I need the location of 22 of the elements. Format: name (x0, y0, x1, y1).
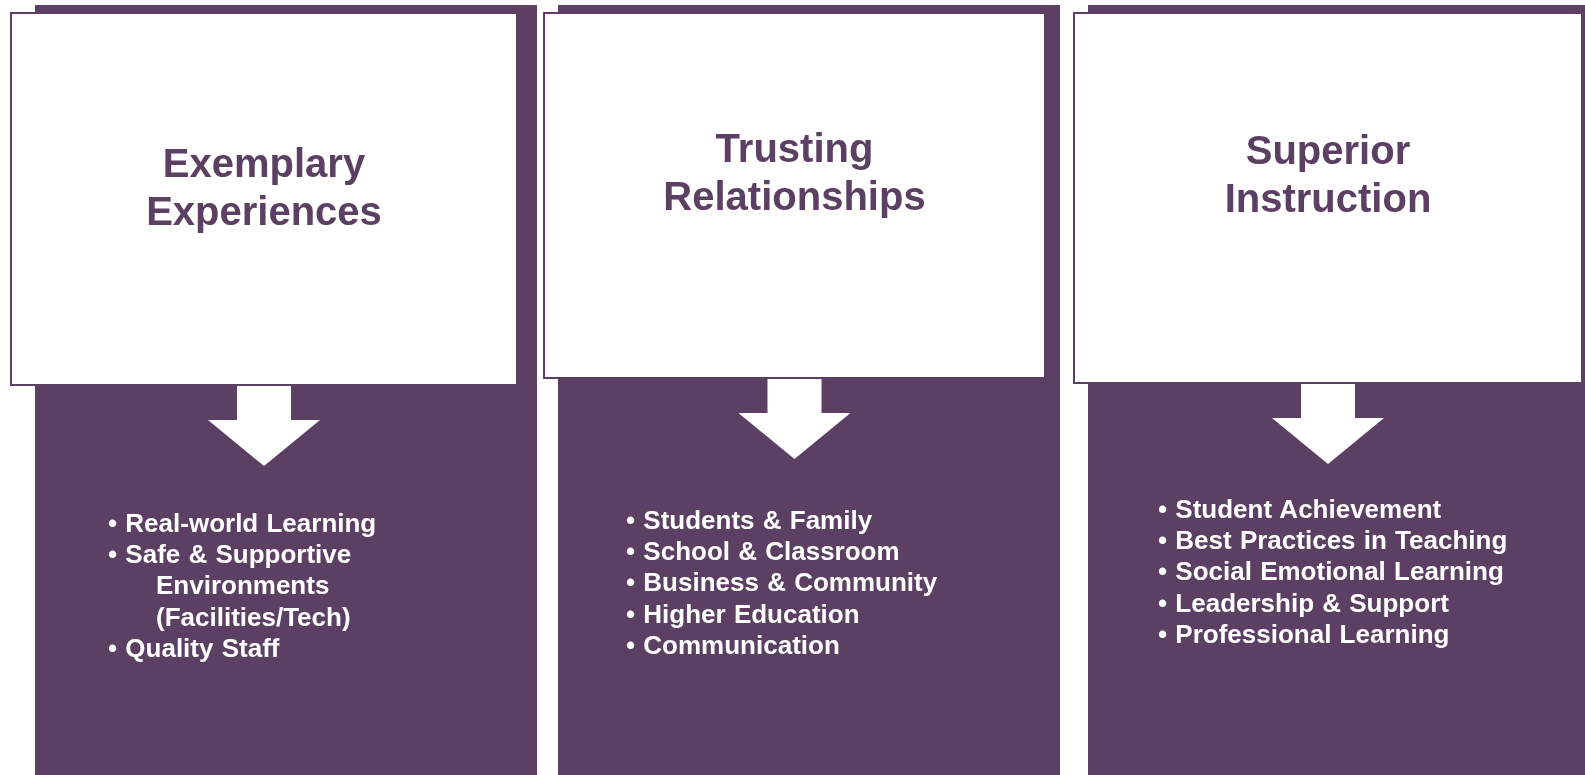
bullet-item: • Professional Learning (1158, 618, 1451, 650)
heading-text: Superior Instruction (1223, 127, 1433, 222)
block-arrow (208, 386, 320, 466)
block-arrow (1272, 384, 1384, 464)
block-arrow (738, 379, 851, 459)
heading-text: Exemplary Experiences (145, 140, 383, 235)
heading-text: Trusting Relationships (662, 125, 927, 220)
bullet-item: • Quality Staff (108, 632, 281, 664)
bullet-item: • Safe & Supportive Environments (Facilities/Tech) (108, 539, 353, 633)
bullet-item: • School & Classroom (626, 536, 901, 568)
heading-box (10, 12, 518, 386)
bullet-item: • Real-world Learning (108, 508, 378, 540)
heading-box (1073, 12, 1583, 384)
bullet-item: • Leadership & Support (1158, 587, 1450, 619)
bullet-item: • Communication (626, 629, 841, 661)
bullet-item: • Best Practices in Teaching (1158, 525, 1509, 557)
bullet-item: • Social Emotional Learning (1158, 556, 1505, 588)
bullet-item: • Higher Education (626, 598, 861, 630)
heading-box (543, 12, 1046, 379)
bullet-item: • Business & Community (626, 567, 939, 599)
bullet-item: • Students & Family (626, 505, 874, 537)
bullet-item: • Student Achievement (1158, 494, 1443, 526)
